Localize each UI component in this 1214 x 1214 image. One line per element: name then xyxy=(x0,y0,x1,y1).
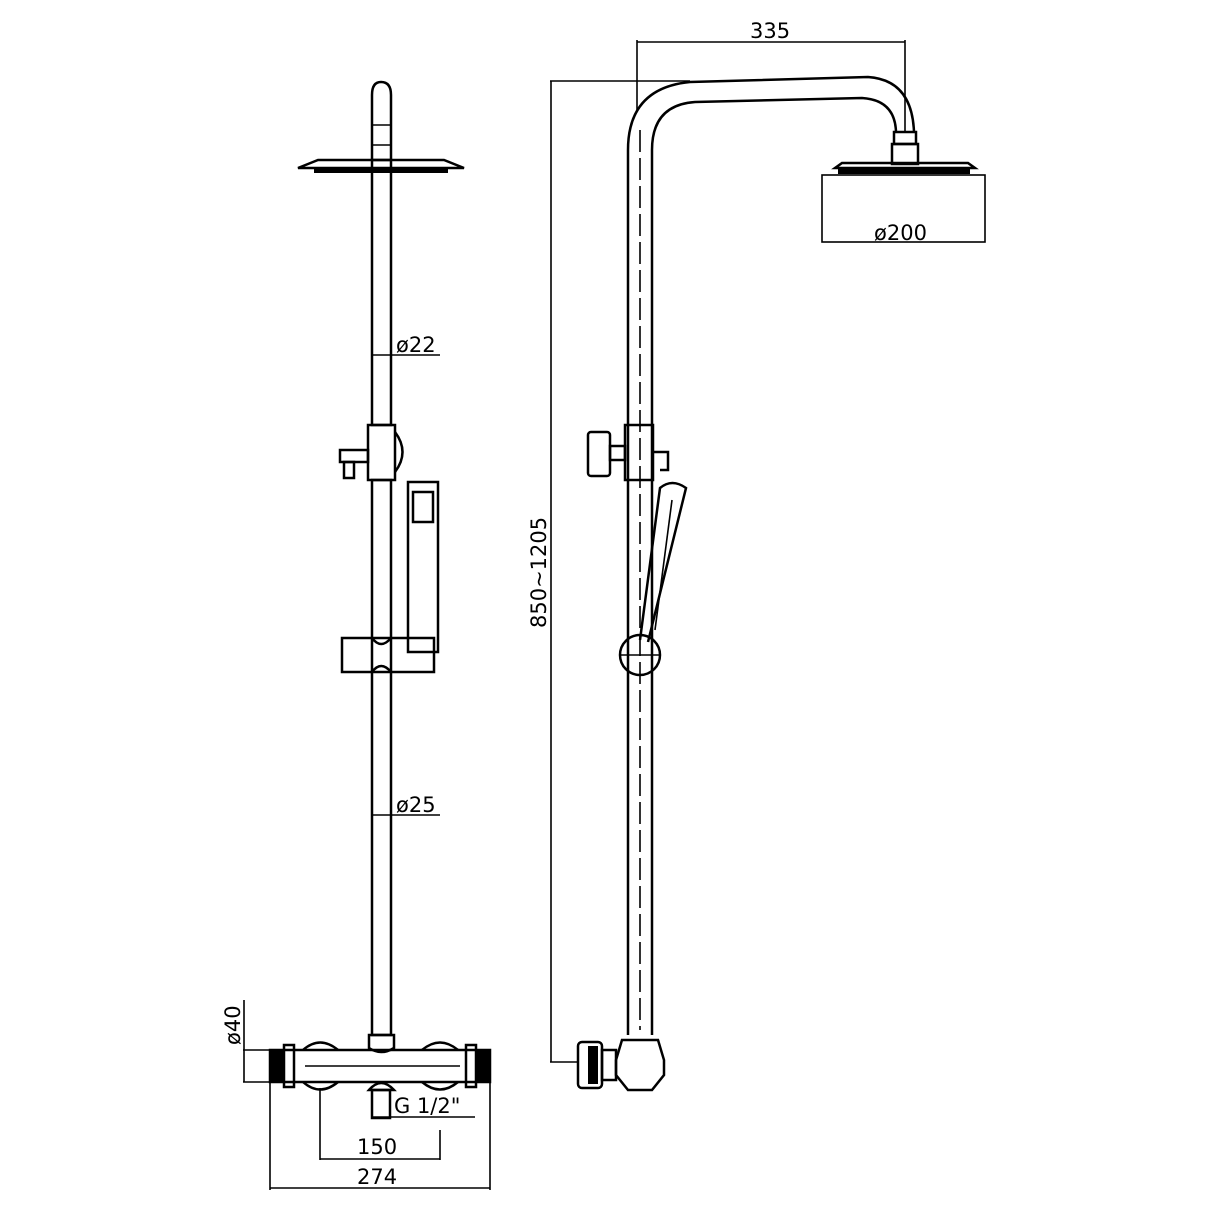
dim-height-range: 850~1205 xyxy=(527,517,551,628)
front-diverter xyxy=(366,423,397,482)
side-thermostatic-valve xyxy=(576,1038,666,1092)
front-view: ø22 ø25 ø40 G 1/2" 150 274 xyxy=(221,80,492,1190)
dim-lower-pipe-diameter: ø25 xyxy=(396,793,436,817)
front-slider-holder xyxy=(340,636,436,674)
side-shower-head xyxy=(831,161,979,170)
front-thermostatic-valve xyxy=(268,1041,492,1120)
side-head-connector xyxy=(890,142,920,166)
dim-inlet-centers: 150 xyxy=(357,1135,397,1159)
side-valve-knob xyxy=(576,1040,604,1090)
dim-valve-diameter: ø40 xyxy=(221,1005,245,1045)
front-upper-pipe xyxy=(370,158,393,427)
front-top-cap xyxy=(370,80,393,160)
dim-head-diameter: ø200 xyxy=(874,221,927,245)
front-lower-pipe xyxy=(370,478,393,1037)
dim-arm-reach: 335 xyxy=(750,19,790,43)
dim-upper-pipe-diameter: ø22 xyxy=(396,333,436,357)
side-view: 335 ø200 850~1205 xyxy=(527,19,986,1092)
side-hand-shower xyxy=(638,481,688,643)
side-riser-arm xyxy=(626,75,916,1035)
front-hand-shower xyxy=(406,480,440,654)
side-diverter-knob xyxy=(586,430,612,478)
dim-inlet-thread: G 1/2" xyxy=(394,1094,460,1118)
dim-valve-width: 274 xyxy=(357,1165,397,1189)
front-diverter-handle xyxy=(338,448,370,464)
